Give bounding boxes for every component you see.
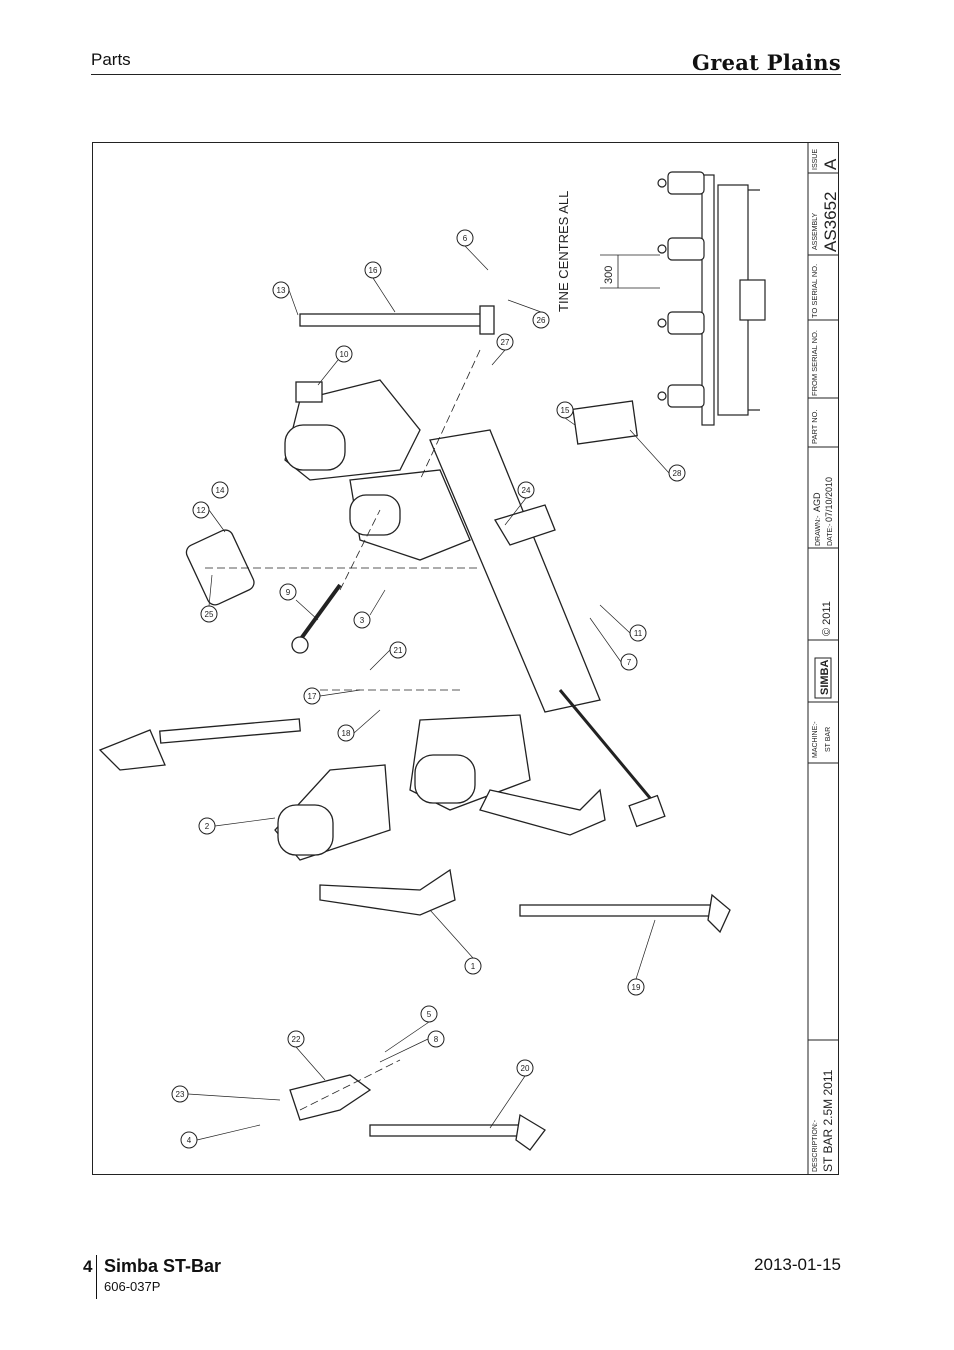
- callout-16: 16: [364, 261, 382, 279]
- callout-23: 23: [171, 1085, 189, 1103]
- svg-text:28: 28: [673, 469, 682, 478]
- description-label: DESCRIPTION:-: [812, 1119, 819, 1172]
- svg-text:2: 2: [205, 822, 210, 831]
- callout-10: 10: [335, 345, 353, 363]
- callout-28: 28: [668, 464, 686, 482]
- svg-text:5: 5: [427, 1010, 432, 1019]
- page-number: 4: [83, 1257, 93, 1276]
- callout-6: 6: [456, 229, 474, 247]
- main-assembly: [98, 305, 731, 1151]
- svg-text:11: 11: [634, 629, 643, 638]
- svg-text:14: 14: [216, 486, 225, 495]
- copyright: © 2011: [821, 601, 833, 636]
- callout-3: 3: [353, 611, 371, 629]
- callout-7: 7: [620, 653, 638, 671]
- date-value: 07/10/2010: [824, 477, 834, 522]
- footer-divider: [96, 1255, 98, 1299]
- svg-text:SIMBA: SIMBA: [819, 660, 831, 696]
- svg-text:23: 23: [176, 1090, 185, 1099]
- from-serial-label: FROM SERIAL NO.: [810, 330, 819, 396]
- svg-text:22: 22: [292, 1035, 301, 1044]
- svg-text:9: 9: [286, 588, 291, 597]
- title-block-text: ISSUE A ASSEMBLY AS3652 TO SERIAL NO. FR…: [810, 149, 840, 1172]
- callout-12: 12: [192, 501, 210, 519]
- svg-text:10: 10: [340, 350, 349, 359]
- svg-text:21: 21: [394, 646, 403, 655]
- svg-text:25: 25: [205, 610, 214, 619]
- callout-2: 2: [198, 817, 216, 835]
- callout-1: 1: [464, 957, 482, 975]
- callout-18: 18: [337, 724, 355, 742]
- header-rule: [91, 74, 841, 75]
- callout-27: 27: [496, 333, 514, 351]
- note-tine-centres: TINE CENTRES ALL: [556, 191, 571, 312]
- svg-text:8: 8: [434, 1035, 439, 1044]
- brand-logo: Great Plains: [691, 50, 841, 75]
- svg-text:15: 15: [561, 406, 570, 415]
- dimension-300: [600, 254, 660, 289]
- callout-26: 26: [532, 311, 550, 329]
- svg-text:6: 6: [463, 234, 468, 243]
- header-section: Parts: [91, 50, 131, 69]
- part-no-label: PART NO.: [810, 409, 819, 444]
- callout-11: 11: [629, 624, 647, 642]
- svg-text:3: 3: [360, 616, 365, 625]
- machine-value: ST BAR: [825, 727, 832, 752]
- svg-text:4: 4: [187, 1136, 192, 1145]
- dimension-value: 300: [603, 266, 615, 284]
- callout-22: 22: [287, 1030, 305, 1048]
- svg-text:26: 26: [537, 316, 546, 325]
- svg-text:13: 13: [277, 286, 286, 295]
- callout-9: 9: [279, 583, 297, 601]
- callout-20: 20: [516, 1059, 534, 1077]
- svg-text:20: 20: [521, 1064, 530, 1073]
- callout-21: 21: [389, 641, 407, 659]
- callout-4: 4: [180, 1131, 198, 1149]
- assembly-value: AS3652: [821, 192, 840, 253]
- drawing-frame: [92, 142, 839, 1175]
- front-view: [657, 171, 766, 426]
- document-date: 2013-01-15: [754, 1255, 841, 1274]
- callout-25: 25: [200, 605, 218, 623]
- to-serial-label: TO SERIAL NO.: [810, 264, 819, 318]
- issue-label: ISSUE: [812, 149, 819, 170]
- svg-text:17: 17: [308, 692, 317, 701]
- svg-text:1: 1: [471, 962, 476, 971]
- leader-lines: [187, 245, 670, 1141]
- callout-8: 8: [427, 1030, 445, 1048]
- callout-14: 14: [211, 481, 229, 499]
- document-code: 606-037P: [104, 1279, 161, 1294]
- callout-19: 19: [627, 978, 645, 996]
- callout-15: 15: [556, 401, 574, 419]
- description-value: ST BAR 2.5M 2011: [821, 1069, 835, 1172]
- svg-text:7: 7: [627, 658, 632, 667]
- svg-text:12: 12: [197, 506, 206, 515]
- callout-24: 24: [517, 481, 535, 499]
- issue-value: A: [821, 158, 840, 170]
- svg-text:18: 18: [342, 729, 351, 738]
- svg-text:16: 16: [369, 266, 378, 275]
- svg-text:24: 24: [522, 486, 531, 495]
- callout-17: 17: [303, 687, 321, 705]
- callout-5: 5: [420, 1005, 438, 1023]
- svg-text:27: 27: [501, 338, 510, 347]
- svg-text:19: 19: [632, 983, 641, 992]
- callout-13: 13: [272, 281, 290, 299]
- assembly-label: ASSEMBLY: [812, 212, 819, 250]
- drawn-value: AGD: [812, 492, 822, 512]
- drawn-label: DRAWN:-: [815, 515, 822, 546]
- title-block: [807, 143, 839, 1175]
- simba-logo: SIMBA: [814, 657, 832, 699]
- machine-label: MACHINE:-: [812, 721, 819, 758]
- date-label: DATE:-: [827, 523, 834, 546]
- document-title: Simba ST-Bar: [104, 1256, 222, 1276]
- callouts: 1 2 3 4 5 6 7 8 9 10 11 12 13 14 15 16 1…: [171, 229, 686, 1149]
